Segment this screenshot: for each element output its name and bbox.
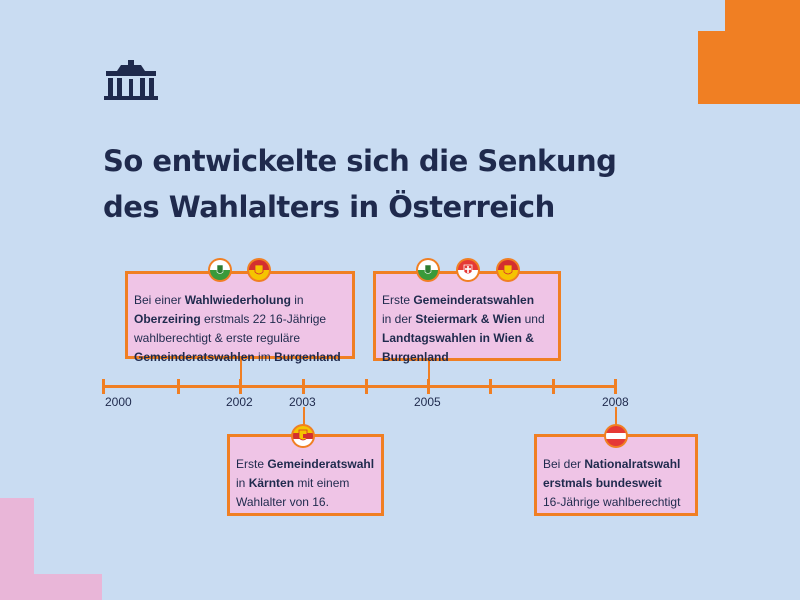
austria-flag-icon [604,424,628,448]
event-text: Bei der [543,457,585,471]
corner-decoration-top-right [698,0,800,104]
corner-decoration-bottom-left [0,498,34,600]
year-label-2002: 2002 [226,395,253,409]
timeline-tick [552,379,555,394]
event-text: wahlberechtigt & erste reguläre [134,331,301,345]
event-text-bold: Gemeinderatswahlen [413,293,535,307]
event-text-bold: Burgenland [382,350,449,364]
vienna-flag-icon [456,258,480,282]
event-text: in der [382,312,416,326]
event-text-line: Bei einer Wahlwiederholung in [134,291,346,310]
title-line-1: So entwickelte sich die Senkung [103,144,617,178]
event-text-bold: Nationalratswahl [584,457,681,471]
event-text-bold: Wahlwiederholung [184,293,291,307]
event-text-line: 16-Jährige wahlberechtigt [543,493,689,512]
event-text: mit einem [294,476,350,490]
timeline-tick [102,379,105,394]
year-label-2000: 2000 [105,395,132,409]
connector-2008 [615,407,617,435]
year-label-2008: 2008 [602,395,629,409]
event-text: Erste [382,293,414,307]
year-label-2003: 2003 [289,395,316,409]
event-text: Erste [236,457,268,471]
page-title: So entwickelte sich die Senkung des Wahl… [103,138,617,230]
timeline-tick [302,379,305,394]
event-text-line: Erste Gemeinderatswahl [236,455,375,474]
event-text-line: erstmals bundesweit [543,474,689,493]
event-text-bold: Landtagswahlen in Wien & [382,331,534,345]
event-text-bold: Steiermark & Wien [415,312,522,326]
connector-2003 [303,407,305,435]
timeline-tick [177,379,180,394]
event-text-line: Erste Gemeinderatswahlen [382,291,552,310]
event-text: im [254,350,275,364]
parliament-building-icon [103,59,159,101]
corner-decoration-notch [698,0,725,31]
carinthia-flag-icon [291,424,315,448]
timeline-axis [103,385,617,388]
burgenland-flag-icon [496,258,520,282]
event-text-bold: Gemeinderatswahl [267,457,375,471]
year-label-2005: 2005 [414,395,441,409]
corner-decoration-bottom-left-step [34,574,102,600]
event-text-line: Wahlalter von 16. [236,493,375,512]
event-text-bold: erstmals bundesweit [543,476,662,490]
connector-2002 [240,356,242,386]
event-text: 16-Jährige wahlberechtigt [543,495,681,509]
event-text-bold: Kärnten [248,476,295,490]
event-text: in [236,476,249,490]
styria-flag-icon [416,258,440,282]
event-text: erstmals 22 16-Jährige [200,312,327,326]
event-text-line: Bei der Nationalratswahl [543,455,689,474]
burgenland-flag-icon [247,258,271,282]
event-text-line: in der Steiermark & Wien und [382,310,552,329]
event-text-line: Landtagswahlen in Wien & [382,329,552,348]
event-text-line: Oberzeiring erstmals 22 16-Jährige [134,310,346,329]
event-text-bold: Burgenland [274,350,341,364]
timeline-tick [614,379,617,394]
styria-flag-icon [208,258,232,282]
event-text-bold: Gemeinderatswahlen [134,350,255,364]
timeline-tick [239,379,242,394]
event-text-line: Gemeinderatswahlen im Burgenland [134,348,346,367]
event-text-bold: Oberzeiring [134,312,201,326]
event-text-line: in Kärnten mit einem [236,474,375,493]
event-text: Bei einer [134,293,185,307]
event-text-line: Burgenland [382,348,552,367]
title-line-2: des Wahlalters in Österreich [103,190,555,224]
timeline-tick [427,379,430,394]
connector-2005 [428,358,430,386]
timeline-tick [365,379,368,394]
event-text: Wahlalter von 16. [236,495,329,509]
event-text: in [290,293,304,307]
event-text-line: wahlberechtigt & erste reguläre [134,329,346,348]
event-text: und [521,312,545,326]
timeline-tick [489,379,492,394]
